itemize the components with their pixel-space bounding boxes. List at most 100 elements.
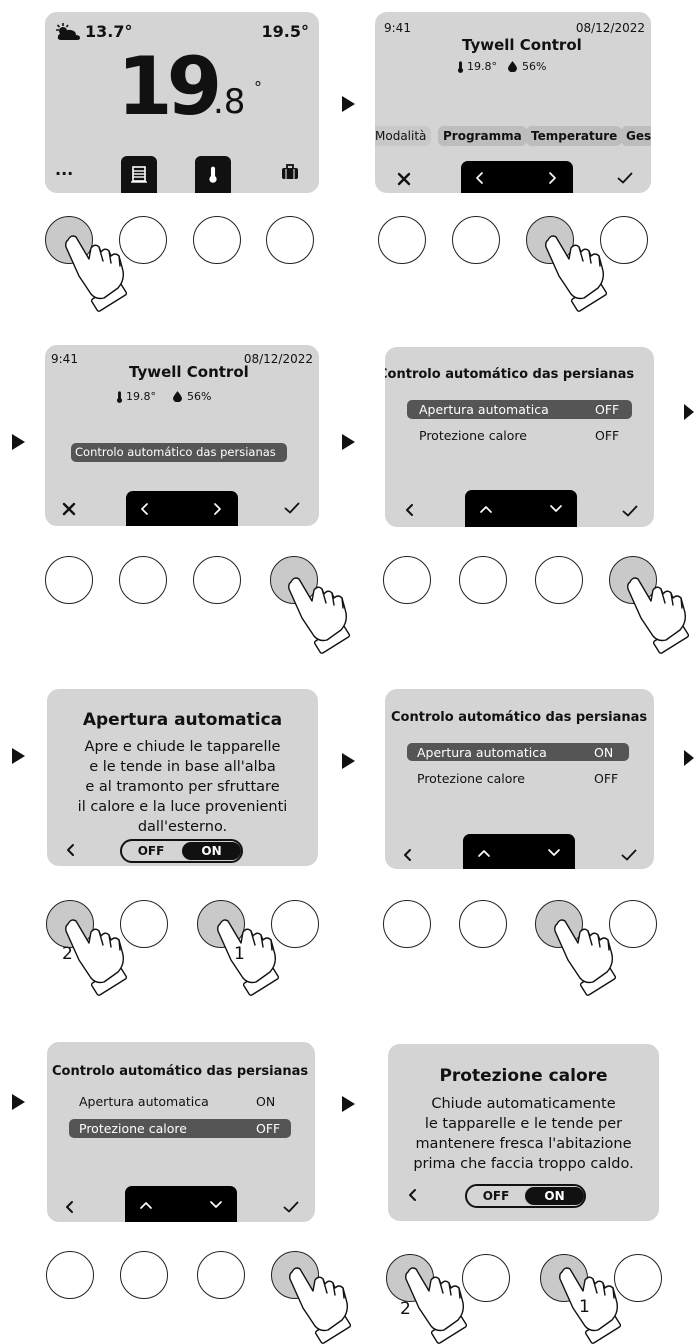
blinds-list-screen: Controlo automático das persianas Apertu… [385, 347, 654, 527]
step-number-2: 2 [62, 944, 73, 964]
selected-menu-item[interactable]: Controlo automático das persianas [71, 443, 287, 462]
list-title: Controlo automático das persianas [391, 710, 648, 725]
row-value: ON [256, 1094, 276, 1109]
setpoint-temperature: 19.5° [261, 22, 309, 41]
selection-screen: 9:41 08/12/2022 Tywell Control 19.8° 56%… [45, 345, 319, 526]
device-button-2[interactable] [119, 556, 167, 604]
confirm-icon [622, 505, 638, 517]
device-button-1[interactable] [378, 216, 426, 264]
row-value: ON [594, 745, 614, 760]
step-number-2: 2 [400, 1299, 411, 1319]
nav-bar [126, 491, 238, 526]
detail-line: Chiude automaticamente [431, 1096, 616, 1112]
more-options-icon: ··· [55, 164, 74, 183]
device-button-2[interactable] [459, 900, 507, 948]
degree-symbol: ° [254, 78, 262, 97]
detail-line: il calore e la luce provenienti [77, 799, 288, 815]
suitcase-icon [282, 164, 298, 179]
back-icon [404, 503, 414, 517]
device-button-3[interactable] [193, 216, 241, 264]
step-number-1: 1 [579, 1297, 590, 1317]
app-title: Tywell Control [129, 363, 249, 381]
device-button-2[interactable] [119, 216, 167, 264]
up-arrow-icon [139, 1200, 153, 1210]
toggle-on-label: ON [182, 842, 241, 860]
list-row-highlighted[interactable]: Apertura automatica OFF [407, 400, 632, 419]
indoor-temperature: 19.8° [467, 60, 497, 73]
nav-bar [461, 161, 573, 193]
device-button-2[interactable] [120, 900, 168, 948]
row-label: Apertura automatica [419, 402, 549, 417]
date-label: 08/12/2022 [243, 352, 313, 366]
auto-open-toggle[interactable]: OFF ON [120, 839, 243, 863]
list-title: Controlo automático das persianas [52, 1064, 309, 1079]
nav-bar [125, 1186, 237, 1222]
device-button-4[interactable] [609, 900, 657, 948]
device-button-2[interactable] [462, 1254, 510, 1302]
nav-bar [463, 834, 575, 869]
right-arrow-icon [548, 171, 558, 185]
step-number-1: 1 [234, 944, 245, 964]
outdoor-temperature: 13.7° [85, 22, 133, 41]
detail-title: Apertura automatica [82, 710, 283, 730]
device-button-4[interactable] [600, 216, 648, 264]
list-row-highlighted[interactable]: Protezione calore OFF [69, 1119, 291, 1138]
detail-line: dall'esterno. [137, 819, 228, 835]
clock-time: 9:41 [384, 21, 411, 35]
cancel-icon [397, 172, 411, 186]
device-button-4[interactable] [266, 216, 314, 264]
step-arrow-icon [684, 404, 694, 420]
left-arrow-icon [139, 502, 149, 516]
row-label: Apertura automatica [417, 745, 547, 760]
step-arrow-icon [12, 1094, 25, 1110]
home-screen: 13.7° 19.5° 19 .8 ° ··· [45, 12, 319, 193]
current-temperature-integer: 19 [117, 40, 222, 133]
row-value: OFF [595, 402, 620, 417]
device-button-2[interactable] [452, 216, 500, 264]
device-button-1[interactable] [45, 556, 93, 604]
device-button-2[interactable] [459, 556, 507, 604]
device-button-1[interactable] [383, 900, 431, 948]
back-icon [407, 1188, 417, 1202]
device-button-1[interactable] [383, 556, 431, 604]
thermometer-icon [457, 61, 464, 73]
step-arrow-icon [12, 748, 25, 764]
humidity-drop-icon [173, 391, 182, 402]
row-label: Apertura automatica [79, 1094, 209, 1109]
down-arrow-icon [547, 847, 561, 857]
device-button-3[interactable] [197, 1251, 245, 1299]
toggle-off-label: OFF [137, 844, 165, 858]
detail-title: Protezione calore [439, 1066, 608, 1086]
tab-modalita[interactable]: Modalità [375, 126, 431, 146]
right-arrow-icon [213, 502, 223, 516]
device-button-3[interactable] [535, 556, 583, 604]
clock-time: 9:41 [51, 352, 78, 366]
pressing-hand-icon [282, 1256, 360, 1344]
pressing-hand-icon [58, 224, 136, 312]
device-button-1[interactable] [46, 1251, 94, 1299]
indoor-temperature: 19.8° [126, 390, 156, 403]
step-arrow-icon [342, 96, 355, 112]
tab-temperature[interactable]: Temperature [526, 126, 623, 146]
device-button-4[interactable] [614, 1254, 662, 1302]
step-arrow-icon [342, 753, 355, 769]
detail-line: e le tende in base all'alba [89, 759, 276, 775]
step-arrow-icon [342, 1096, 355, 1112]
list-row-highlighted[interactable]: Apertura automatica ON [407, 743, 629, 761]
tab-gestione[interactable]: Gestione [621, 126, 651, 146]
row-label: Protezione calore [417, 771, 525, 786]
app-title: Tywell Control [462, 36, 582, 54]
row-value: OFF [594, 771, 619, 786]
humidity-value: 56% [187, 390, 212, 403]
detail-line: mantenere fresca l'abitazione [415, 1136, 632, 1152]
device-button-4[interactable] [271, 900, 319, 948]
step-arrow-icon [12, 434, 25, 450]
humidity-drop-icon [508, 61, 517, 72]
device-button-2[interactable] [120, 1251, 168, 1299]
device-button-3[interactable] [193, 556, 241, 604]
pressing-hand-icon [538, 224, 616, 312]
heat-protection-toggle[interactable]: OFF ON [465, 1184, 586, 1208]
nav-bar [465, 490, 577, 527]
auto-open-detail-screen: Apertura automatica Apre e chiude le tap… [47, 689, 318, 866]
tab-programma[interactable]: Programma [438, 126, 527, 146]
